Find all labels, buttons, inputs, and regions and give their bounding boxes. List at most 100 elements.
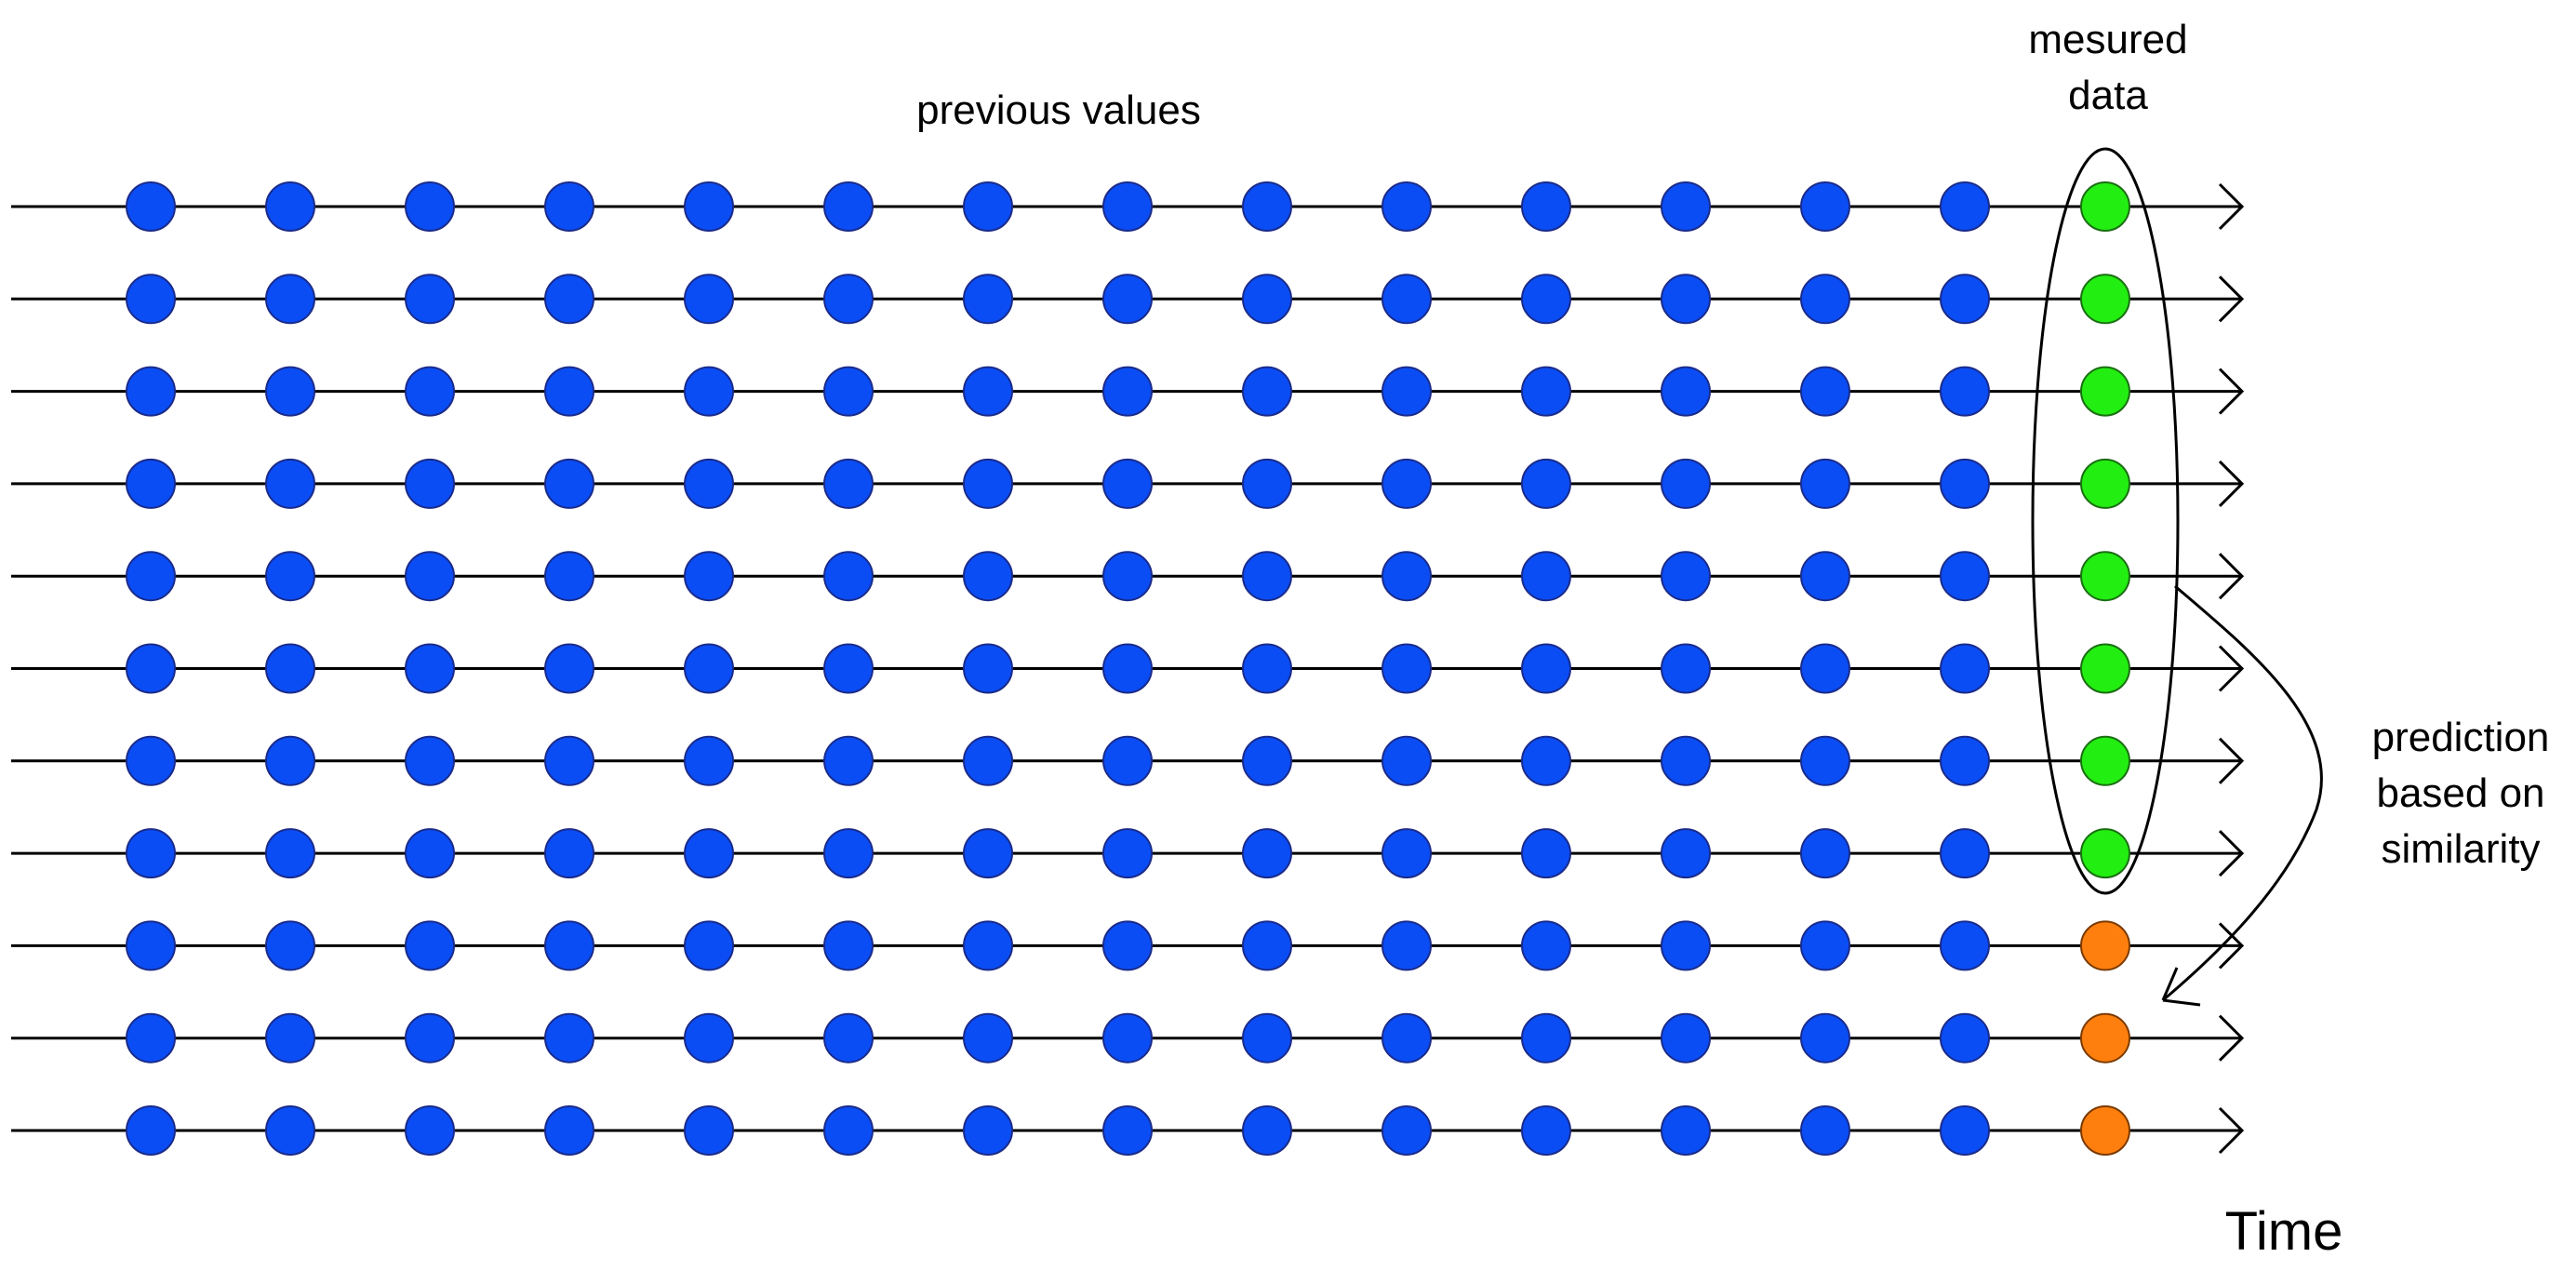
- previous-value-point: [1102, 1105, 1153, 1156]
- previous-value-point: [1521, 735, 1571, 786]
- previous-value-point: [1661, 181, 1711, 232]
- previous-value-point: [1102, 366, 1153, 417]
- previous-value-point: [684, 1105, 734, 1156]
- previous-value-point: [405, 274, 455, 325]
- previous-value-point: [405, 458, 455, 509]
- previous-value-point: [1800, 274, 1850, 325]
- previous-value-point: [1381, 828, 1432, 879]
- previous-value-point: [265, 643, 315, 694]
- previous-value-point: [405, 828, 455, 879]
- previous-value-point: [823, 181, 874, 232]
- previous-value-point: [963, 551, 1013, 602]
- previous-value-point: [1381, 274, 1432, 325]
- timeline-row: [11, 828, 2245, 879]
- previous-value-point: [405, 181, 455, 232]
- previous-value-point: [1940, 643, 1990, 694]
- previous-value-point: [1661, 1105, 1711, 1156]
- timeline-row: [11, 920, 2245, 971]
- previous-value-point: [1521, 274, 1571, 325]
- previous-value-point: [1102, 181, 1153, 232]
- previous-value-point: [1661, 643, 1711, 694]
- previous-value-point: [405, 735, 455, 786]
- previous-value-point: [1661, 735, 1711, 786]
- prediction-label-line2: based on: [2376, 770, 2544, 816]
- previous-value-point: [544, 274, 594, 325]
- previous-value-point: [1242, 274, 1292, 325]
- previous-value-point: [1242, 643, 1292, 694]
- previous-value-point: [1521, 920, 1571, 971]
- previous-value-point: [544, 828, 594, 879]
- previous-value-point: [684, 458, 734, 509]
- previous-value-point: [684, 366, 734, 417]
- measured-data-point: [2080, 458, 2130, 509]
- previous-value-point: [1102, 1012, 1153, 1064]
- measured-data-point: [2080, 366, 2130, 417]
- previous-value-point: [1940, 1105, 1990, 1156]
- previous-value-point: [1102, 828, 1153, 879]
- previous-value-point: [963, 828, 1013, 879]
- time-axis-label: Time: [2225, 1201, 2343, 1262]
- previous-value-point: [1242, 735, 1292, 786]
- previous-value-point: [684, 920, 734, 971]
- previous-value-point: [126, 920, 176, 971]
- previous-value-point: [1800, 735, 1850, 786]
- previous-value-point: [1940, 181, 1990, 232]
- previous-value-point: [126, 828, 176, 879]
- previous-value-point: [544, 1012, 594, 1064]
- previous-value-point: [1381, 920, 1432, 971]
- previous-value-point: [544, 735, 594, 786]
- previous-value-point: [684, 828, 734, 879]
- previous-value-point: [405, 643, 455, 694]
- previous-value-point: [823, 920, 874, 971]
- previous-value-point: [684, 274, 734, 325]
- previous-value-point: [265, 458, 315, 509]
- previous-value-point: [126, 1105, 176, 1156]
- previous-value-point: [1102, 458, 1153, 509]
- previous-value-point: [1800, 551, 1850, 602]
- previous-value-point: [1940, 920, 1990, 971]
- timeline-row: [11, 1105, 2245, 1156]
- previous-value-point: [963, 274, 1013, 325]
- measured-data-point: [2080, 828, 2130, 879]
- previous-value-point: [1521, 1105, 1571, 1156]
- previous-value-point: [823, 1012, 874, 1064]
- previous-value-point: [265, 181, 315, 232]
- previous-value-point: [126, 735, 176, 786]
- previous-value-point: [1381, 735, 1432, 786]
- previous-value-point: [1381, 458, 1432, 509]
- timeline-row: [11, 551, 2245, 602]
- previous-value-point: [963, 1012, 1013, 1064]
- previous-value-point: [1661, 366, 1711, 417]
- previous-value-point: [1381, 1105, 1432, 1156]
- previous-value-point: [1102, 735, 1153, 786]
- previous-value-point: [823, 828, 874, 879]
- predicted-point: [2080, 1012, 2130, 1064]
- time-axis-arrowhead: [2218, 368, 2245, 415]
- predicted-point: [2080, 1105, 2130, 1156]
- previous-value-point: [1242, 551, 1292, 602]
- previous-value-point: [1940, 735, 1990, 786]
- previous-value-point: [405, 1105, 455, 1156]
- previous-value-point: [1102, 920, 1153, 971]
- previous-value-point: [963, 1105, 1013, 1156]
- previous-value-point: [405, 551, 455, 602]
- previous-value-point: [1800, 181, 1850, 232]
- previous-value-point: [1242, 366, 1292, 417]
- timeline-row: [11, 274, 2245, 325]
- previous-value-point: [684, 1012, 734, 1064]
- previous-value-point: [823, 366, 874, 417]
- previous-value-point: [265, 366, 315, 417]
- time-axis-arrowhead: [2218, 645, 2245, 692]
- time-axis-arrowhead: [2218, 737, 2245, 784]
- previous-value-point: [126, 643, 176, 694]
- previous-value-point: [963, 458, 1013, 509]
- previous-value-point: [265, 735, 315, 786]
- time-axis-arrowhead: [2218, 830, 2245, 877]
- previous-value-point: [963, 366, 1013, 417]
- previous-value-point: [126, 551, 176, 602]
- previous-value-point: [1940, 366, 1990, 417]
- previous-value-point: [1521, 1012, 1571, 1064]
- previous-value-point: [1800, 1105, 1850, 1156]
- previous-value-point: [963, 181, 1013, 232]
